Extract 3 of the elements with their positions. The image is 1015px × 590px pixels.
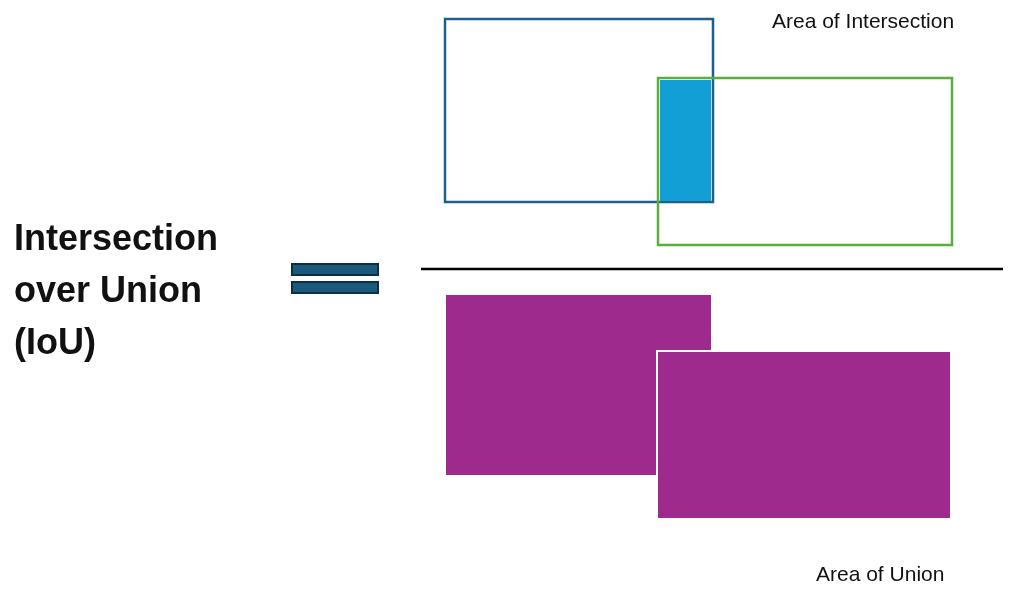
numerator-label: Area of Intersection xyxy=(772,8,956,34)
formula-term: Intersection over Union (IoU) xyxy=(14,216,220,365)
denominator-label: Area of Union xyxy=(816,561,946,587)
